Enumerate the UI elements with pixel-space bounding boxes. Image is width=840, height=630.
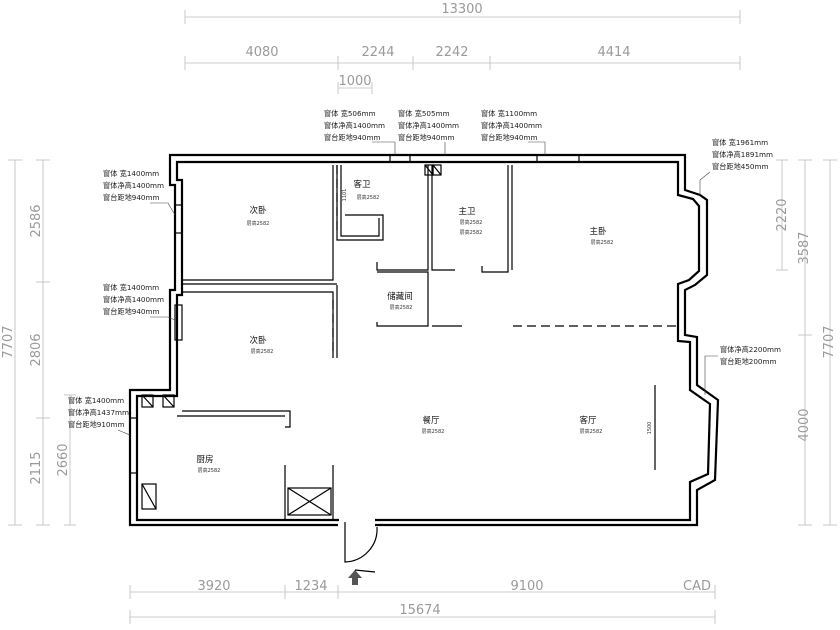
guest-bath-extra: 1101 <box>342 189 348 202</box>
svg-text:窗台距地200mm: 窗台距地200mm <box>720 357 776 366</box>
svg-text:窗体 宽1400mm: 窗体 宽1400mm <box>68 396 124 405</box>
room-kitchen: 厨房 <box>196 454 213 465</box>
svg-text:窗体净高1400mm: 窗体净高1400mm <box>324 121 385 130</box>
note-right2: 窗体净高2200mm 窗台距地200mm <box>704 345 781 395</box>
right-sub-dim: 2220 <box>775 198 790 231</box>
bottom-dim-1: 3920 <box>197 579 230 594</box>
room-master-bed: 主卧 <box>589 226 607 237</box>
room-living: 客厅 <box>579 415 597 426</box>
top-dim-4: 4414 <box>597 45 630 60</box>
svg-text:窗台距地450mm: 窗台距地450mm <box>712 162 768 171</box>
interior-walls <box>129 154 678 520</box>
room-labels: 次卧 层高2582 客卫 层高2582 1101 主卫 层高2582 层高258… <box>196 179 653 474</box>
svg-text:窗体净高2200mm: 窗体净高2200mm <box>720 345 781 354</box>
svg-text:窗体 宽506mm: 窗体 宽506mm <box>324 109 376 118</box>
svg-text:窗体 宽1961mm: 窗体 宽1961mm <box>712 138 768 147</box>
top-dim-3: 2242 <box>435 45 468 60</box>
svg-text:窗体 宽1400mm: 窗体 宽1400mm <box>103 283 159 292</box>
ceiling-storage: 层高2582 <box>390 304 413 311</box>
room-master-bath: 主卫 <box>458 206 476 217</box>
svg-text:窗体 宽1100mm: 窗体 宽1100mm <box>481 109 537 118</box>
top-dimensions: 13300 4080 2244 2242 4414 1000 <box>184 2 741 94</box>
left-dim-2: 2806 <box>29 333 44 366</box>
bottom-dimensions: 3920 1234 9100 CAD 15674 <box>129 579 716 624</box>
bottom-total-dim: 15674 <box>399 603 440 618</box>
right-dim-2: 4000 <box>797 408 812 441</box>
ceiling-bed2-top: 层高2582 <box>247 220 270 227</box>
bottom-dim-3: 9100 <box>510 579 543 594</box>
top-total-dim: 13300 <box>441 2 482 17</box>
note-left3: 窗体 宽1400mm 窗体净高1437mm 窗台距地910mm <box>68 396 131 436</box>
bottom-dim-2: 1234 <box>294 579 327 594</box>
svg-text:窗台距地940mm: 窗台距地940mm <box>324 133 380 142</box>
left-dim-3: 2115 <box>29 451 44 484</box>
top-dim-2: 2244 <box>361 45 394 60</box>
top-dim-1: 4080 <box>245 45 278 60</box>
top-sub-dim: 1000 <box>338 74 371 89</box>
left-sub-dim: 2660 <box>56 443 71 476</box>
right-dimensions: 2220 3587 4000 7707 <box>775 159 837 526</box>
svg-text:窗体净高1437mm: 窗体净高1437mm <box>68 408 129 417</box>
ceiling-kitchen: 层高2582 <box>198 467 221 474</box>
svg-text:窗体净高1400mm: 窗体净高1400mm <box>481 121 542 130</box>
svg-text:窗台距地940mm: 窗台距地940mm <box>481 133 537 142</box>
note-left1: 窗体 宽1400mm 窗体净高1400mm 窗台距地940mm <box>103 169 176 216</box>
ceiling-master-bed: 层高2582 <box>591 239 614 246</box>
left-dim-1: 2586 <box>29 204 44 237</box>
ceiling-living: 层高2582 <box>580 428 603 435</box>
svg-text:窗台距地940mm: 窗台距地940mm <box>103 307 159 316</box>
svg-text:窗台距地940mm: 窗台距地940mm <box>398 133 454 142</box>
right-dim-1: 3587 <box>797 231 812 264</box>
note-top2: 窗体 宽505mm 窗体净高1400mm 窗台距地940mm <box>398 109 459 155</box>
room-guest-bath: 客卫 <box>353 179 371 190</box>
svg-text:窗体净高1891mm: 窗体净高1891mm <box>712 150 773 159</box>
right-total-dim: 7707 <box>822 325 837 358</box>
corner-cad-text: CAD <box>683 579 711 594</box>
left-dimensions: 7707 2586 2806 2115 2660 <box>1 159 76 526</box>
note-top1: 窗体 宽506mm 窗体净高1400mm 窗台距地940mm <box>324 109 396 155</box>
note-right1: 窗体 宽1961mm 窗体净高1891mm 窗台距地450mm <box>699 138 773 195</box>
svg-text:窗体净高1400mm: 窗体净高1400mm <box>398 121 459 130</box>
svg-text:窗台距地910mm: 窗台距地910mm <box>68 420 124 429</box>
svg-text:窗体净高1400mm: 窗体净高1400mm <box>103 295 164 304</box>
ceiling-master-bath-2: 层高2582 <box>460 229 483 236</box>
svg-text:窗体净高1400mm: 窗体净高1400mm <box>103 181 164 190</box>
ceiling-master-bath: 层高2582 <box>460 219 483 226</box>
ceiling-bed2-mid: 层高2582 <box>251 348 274 355</box>
entrance-door <box>344 522 378 585</box>
ceiling-guest-bath: 层高2582 <box>357 194 380 201</box>
living-extra: 1500 <box>647 422 653 435</box>
left-total-dim: 7707 <box>1 325 16 358</box>
window-notes: 窗体 宽506mm 窗体净高1400mm 窗台距地940mm 窗体 宽505mm… <box>68 109 781 436</box>
room-dining: 餐厅 <box>422 416 440 426</box>
svg-text:窗台距地940mm: 窗台距地940mm <box>103 193 159 202</box>
svg-text:窗体 宽1400mm: 窗体 宽1400mm <box>103 169 159 178</box>
svg-text:窗体 宽505mm: 窗体 宽505mm <box>398 109 450 118</box>
ceiling-dining: 层高2582 <box>422 428 445 435</box>
room-bed2-mid: 次卧 <box>249 335 267 346</box>
room-storage: 储藏间 <box>387 291 413 302</box>
room-bed2-top: 次卧 <box>249 205 267 216</box>
exterior-walls <box>128 153 720 527</box>
note-left2: 窗体 宽1400mm 窗体净高1400mm 窗台距地940mm <box>103 283 176 321</box>
note-top3: 窗体 宽1100mm 窗体净高1400mm 窗台距地940mm <box>481 109 546 155</box>
